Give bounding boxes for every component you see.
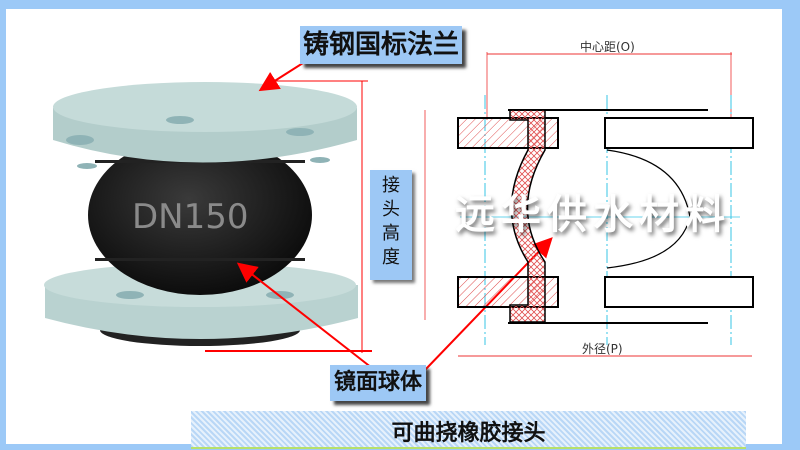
joint-height-char: 高 bbox=[382, 223, 400, 244]
right-border-bar bbox=[782, 0, 800, 450]
product-title: 可曲挠橡胶接头 bbox=[391, 421, 546, 446]
joint-height-char: 度 bbox=[382, 247, 400, 268]
outer-diameter-label: 外径(P) bbox=[582, 342, 623, 356]
technical-drawing bbox=[424, 52, 754, 357]
title-band: 可曲挠橡胶接头 bbox=[191, 411, 746, 449]
center-distance-label: 中心距(O) bbox=[580, 40, 635, 54]
watermark: 远华供水材料 bbox=[455, 192, 731, 238]
ball-label: 镜面球体 bbox=[330, 365, 426, 401]
flange-label: 铸钢国标法兰 bbox=[300, 26, 462, 64]
joint-height-char: 头 bbox=[382, 199, 400, 220]
joint-height-char: 接 bbox=[382, 175, 400, 196]
product-marking: DN150 bbox=[132, 197, 249, 237]
joint-height-label: 接 头 高 度 bbox=[370, 170, 412, 280]
product-photo bbox=[44, 82, 358, 346]
